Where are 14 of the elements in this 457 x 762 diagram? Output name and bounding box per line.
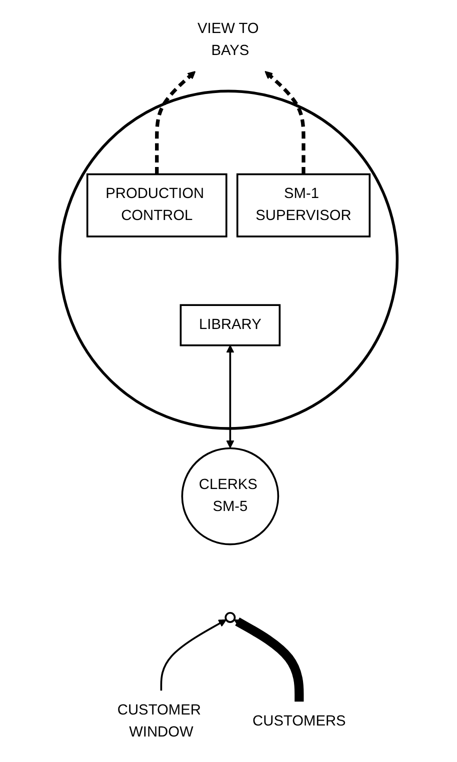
cluster bbox=[58, 90, 399, 430]
arrow bbox=[160, 619, 227, 691]
node-text: CUSTOMERS bbox=[252, 714, 346, 730]
arrow bbox=[226, 344, 234, 448]
node-box: SM-1 SUPERVISOR bbox=[236, 173, 371, 238]
node-circle bbox=[224, 612, 236, 623]
arrow bbox=[155, 70, 196, 174]
node-circle: CLERKS SM-5 bbox=[181, 447, 280, 546]
arrow bbox=[264, 70, 306, 174]
arrow bbox=[234, 618, 304, 702]
node-text: VIEW TO BAYS bbox=[198, 21, 259, 59]
node-box: LIBRARY bbox=[180, 304, 281, 346]
node-text: CUSTOMER WINDOW bbox=[117, 702, 201, 740]
node-box: PRODUCTION CONTROL bbox=[86, 173, 228, 238]
